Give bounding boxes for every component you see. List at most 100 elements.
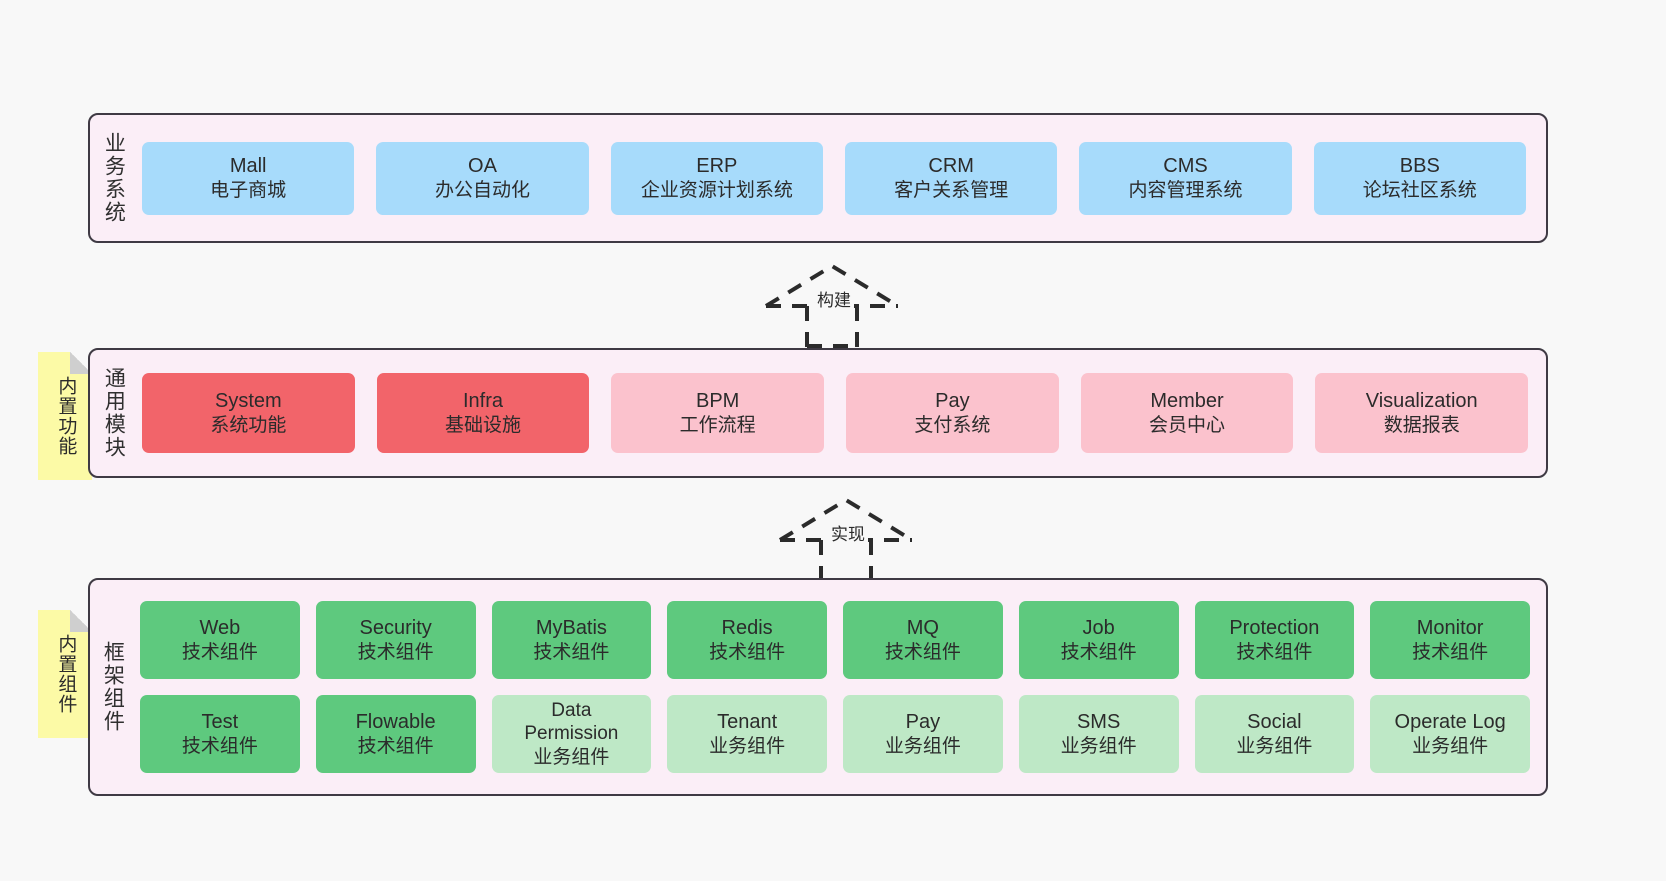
card-subtitle: 基础设施: [445, 414, 522, 436]
card-title: Visualization: [1365, 390, 1478, 413]
card-subtitle: 数据报表: [1383, 414, 1460, 436]
card-subtitle: 技术组件: [709, 641, 786, 663]
layer-title-business: 业务系统: [102, 132, 126, 224]
card-title: Mall: [229, 155, 267, 178]
note-builtin-component-text: 内置组件: [55, 634, 77, 714]
card-subtitle: 客户关系管理: [894, 179, 1009, 201]
card-subtitle: 支付系统: [914, 414, 991, 436]
card-subtitle: 业务组件: [533, 746, 610, 768]
card-subtitle: 技术组件: [884, 641, 961, 663]
card-title: BPM: [696, 390, 740, 413]
card-title: Job: [1082, 617, 1115, 640]
card-subtitle: 技术组件: [1060, 641, 1137, 663]
card-title: Test: [201, 711, 239, 734]
card-title: Redis: [721, 617, 773, 640]
card-subtitle: 业务组件: [709, 735, 786, 757]
card-subtitle: 技术组件: [357, 735, 434, 757]
card-subtitle: 论坛社区系统: [1362, 179, 1477, 201]
note-builtin-function-text: 内置功能: [55, 376, 77, 456]
card-subtitle: 企业资源计划系统: [640, 179, 793, 201]
card-title: Data: [551, 700, 592, 722]
card-subtitle: 工作流程: [679, 414, 756, 436]
card-title: MyBatis: [535, 617, 607, 640]
layer-title-framework: 框架组件: [101, 641, 125, 733]
card-title: Flowable: [355, 711, 436, 734]
card-subtitle: 技术组件: [1236, 641, 1313, 663]
connector-build-label: 构建: [814, 286, 854, 311]
card-subtitle: 技术组件: [1412, 641, 1489, 663]
card-subtitle: 内容管理系统: [1128, 179, 1243, 201]
card-title: ERP: [696, 155, 738, 178]
card-title: Tenant: [717, 711, 778, 734]
card-title: Security: [359, 617, 432, 640]
card-subtitle: 业务组件: [1412, 735, 1489, 757]
card-subtitle: 业务组件: [1236, 735, 1313, 757]
card-title: Pay: [935, 390, 970, 413]
connector-implement-label: 实现: [828, 520, 868, 545]
card-subtitle: 技术组件: [357, 641, 434, 663]
card-title: System: [214, 390, 282, 413]
card-title: OA: [468, 155, 497, 178]
card-subtitle: 技术组件: [181, 641, 258, 663]
card-title: Infra: [462, 390, 504, 413]
note-builtin-function: 内置功能: [38, 352, 92, 480]
card-subtitle: 业务组件: [884, 735, 961, 757]
card-subtitle: 技术组件: [181, 735, 258, 757]
card-subtitle: 办公自动化: [434, 179, 530, 201]
card-title-line2: Permission: [524, 723, 619, 745]
layer-title-modules: 通用模块: [102, 367, 126, 459]
connector-build: 构建: [752, 258, 912, 348]
card-subtitle: 系统功能: [210, 414, 287, 436]
card-subtitle: 电子商城: [210, 179, 287, 201]
card-subtitle: 会员中心: [1149, 414, 1226, 436]
card-subtitle: 业务组件: [1060, 735, 1137, 757]
card-title: MQ: [906, 617, 939, 640]
card-title: CMS: [1163, 155, 1208, 178]
card-title: Pay: [905, 711, 941, 734]
connector-implement: 实现: [766, 492, 926, 582]
card-title: CRM: [928, 155, 974, 178]
note-builtin-component: 内置组件: [38, 610, 92, 738]
card-title: Member: [1150, 390, 1224, 413]
card-title: Protection: [1229, 617, 1320, 640]
